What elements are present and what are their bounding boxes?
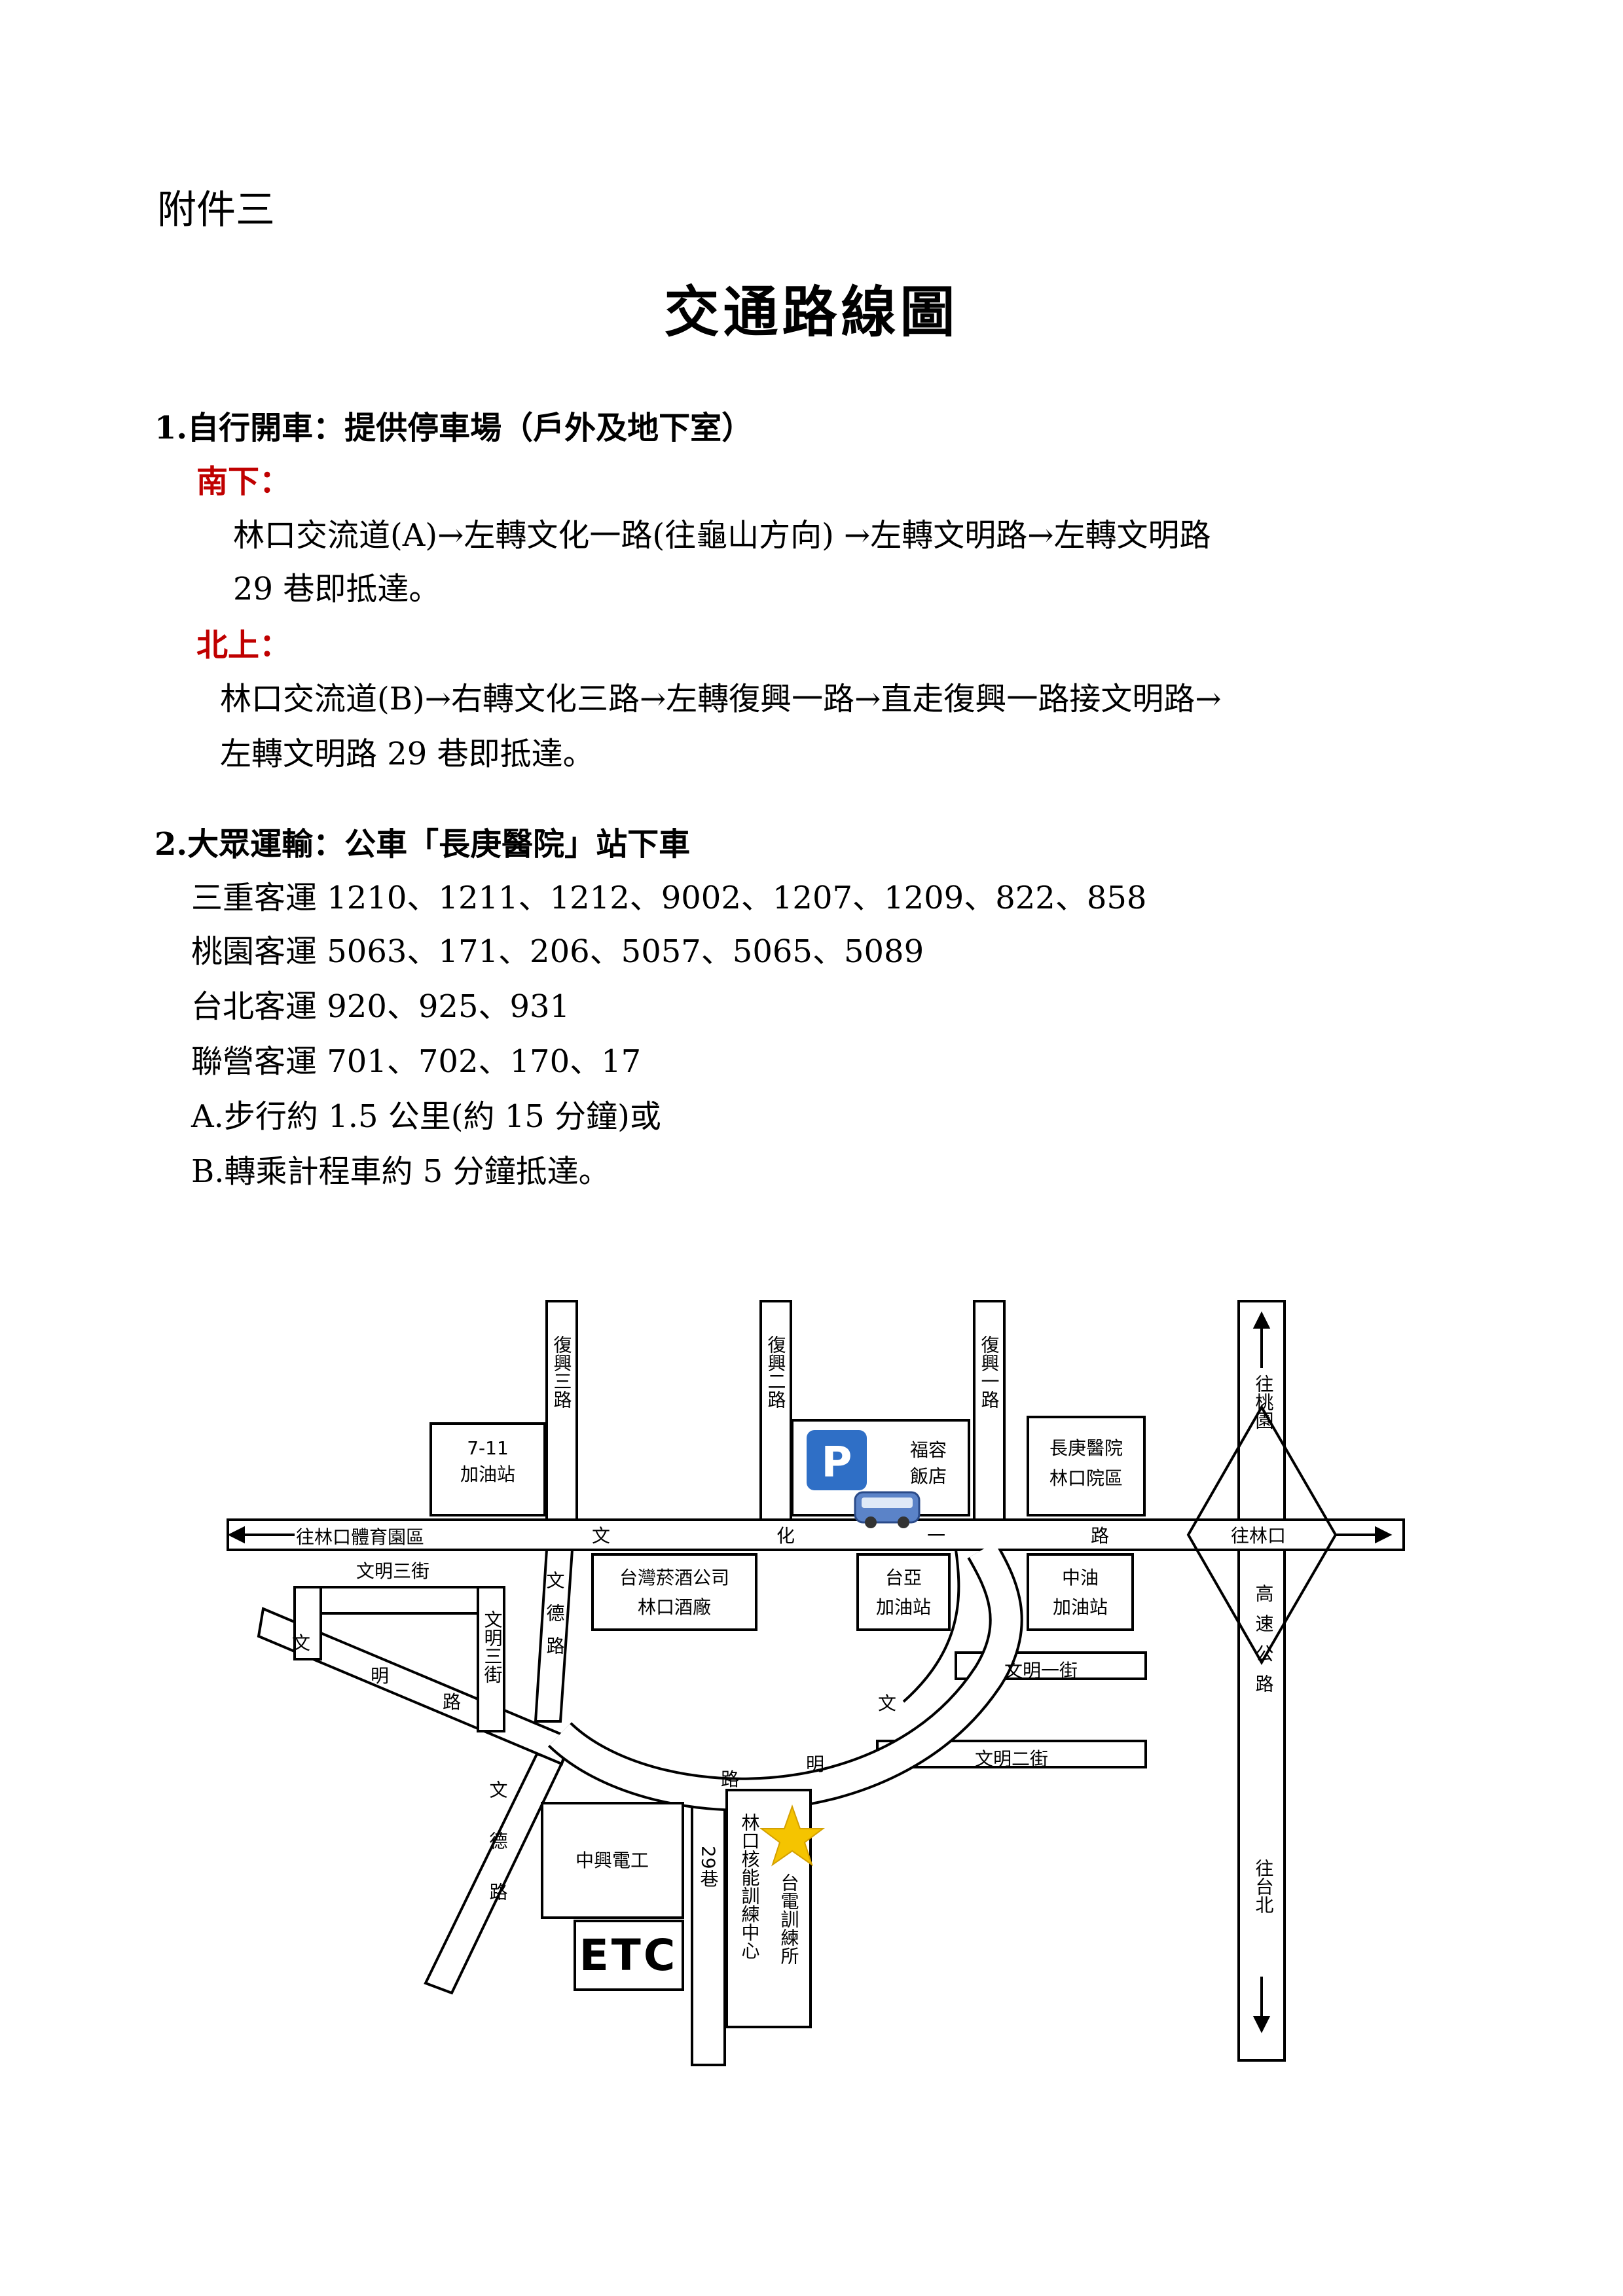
bus-line-taipei: 台北客運 920、925、931 bbox=[191, 988, 570, 1025]
label-cpc-1: 中油 bbox=[1062, 1567, 1099, 1588]
label-wenming-curve-1: 文 bbox=[878, 1693, 896, 1714]
label-tobacco-1: 台灣菸酒公司 bbox=[619, 1567, 729, 1588]
building-cgmh bbox=[1027, 1416, 1146, 1516]
label-wenming3-h: 文明三街 bbox=[356, 1560, 429, 1582]
label-wenhua-2: 化 bbox=[776, 1525, 795, 1547]
building-tobacco bbox=[591, 1553, 757, 1631]
label-tobacco-2: 林口酒廠 bbox=[638, 1596, 711, 1618]
label-fuxing2: 復興二路 bbox=[765, 1335, 787, 1408]
label-cpc-2: 加油站 bbox=[1053, 1596, 1108, 1618]
label-cgmh-2: 林口院區 bbox=[1049, 1467, 1123, 1489]
label-etc: ETC bbox=[579, 1930, 678, 1981]
road-fuxing3 bbox=[545, 1300, 578, 1522]
label-wenming1: 文明一街 bbox=[1004, 1660, 1078, 1681]
label-wenhua-1: 文 bbox=[592, 1525, 610, 1547]
label-wenming-left-3: 路 bbox=[443, 1691, 461, 1713]
label-wenhua-3: 一 bbox=[927, 1525, 945, 1547]
south-line1: 林口交流道(A)→左轉文化一路(往龜山方向) →左轉文明路→左轉文明路 bbox=[233, 517, 1211, 554]
building-cpc bbox=[1027, 1553, 1134, 1631]
north-line1: 林口交流道(B)→右轉文化三路→左轉復興一路→直走復興一路接文明路→ bbox=[220, 681, 1222, 717]
label-to-taoyuan: 往桃園 bbox=[1253, 1374, 1275, 1429]
label-wenming-curve-2: 明 bbox=[806, 1753, 824, 1775]
label-formosa-1: 台亞 bbox=[885, 1567, 922, 1588]
label-nuclear-center: 林口核能訓練中心 bbox=[739, 1813, 761, 1960]
label-711: 7-11 bbox=[467, 1437, 509, 1459]
section1-heading: 1.自行開車：提供停車場（戶外及地下室） bbox=[155, 410, 754, 446]
label-cgmh-1: 長庚醫院 bbox=[1049, 1437, 1123, 1459]
road-fuxing2 bbox=[759, 1300, 792, 1522]
label-formosa-2: 加油站 bbox=[876, 1596, 931, 1618]
label-wenming-curve-3: 路 bbox=[721, 1768, 739, 1790]
label-highway: 高速公路 bbox=[1253, 1584, 1275, 1704]
road-highway bbox=[1237, 1300, 1286, 2062]
bus-line-taoyuan: 桃園客運 5063、171、206、5057、5065、5089 bbox=[191, 933, 924, 970]
destination-star-icon bbox=[759, 1804, 825, 1867]
building-etc bbox=[574, 1920, 684, 1991]
building-chunghsing bbox=[541, 1802, 684, 1919]
north-line2: 左轉文明路 29 巷即抵達。 bbox=[220, 736, 594, 772]
map-road-outlines bbox=[227, 1300, 1405, 2066]
map-arrows bbox=[227, 1311, 1393, 2034]
building-711 bbox=[429, 1422, 546, 1516]
label-wende-lower: 文德路 bbox=[487, 1780, 509, 1933]
interchange bbox=[1186, 1404, 1338, 1666]
road-fuxing1 bbox=[973, 1300, 1006, 1522]
label-to-taipei: 往台北 bbox=[1253, 1859, 1275, 1914]
road-wenming3-stub bbox=[293, 1586, 322, 1660]
south-line2: 29 巷即抵達。 bbox=[233, 571, 441, 607]
label-wenming-left-2: 明 bbox=[371, 1665, 389, 1687]
label-fuxing3: 復興三路 bbox=[551, 1335, 573, 1408]
bus-line-sanchong: 三重客運 1210、1211、1212、9002、1207、1209、822、8… bbox=[191, 880, 1147, 916]
building-formosa bbox=[856, 1553, 951, 1631]
road-wenming3-h bbox=[293, 1586, 505, 1615]
label-711-gas: 加油站 bbox=[460, 1463, 515, 1485]
walk-option: A.步行約 1.5 公里(約 15 分鐘)或 bbox=[191, 1098, 661, 1135]
label-to-linkou: 往林口 bbox=[1231, 1525, 1286, 1547]
label-wenming2: 文明二街 bbox=[975, 1748, 1048, 1770]
parking-letter: P bbox=[822, 1439, 852, 1487]
label-fuyung-2: 飯店 bbox=[910, 1465, 947, 1487]
label-wenming-left-1: 文 bbox=[292, 1632, 310, 1654]
bus-line-lianying: 聯營客運 701、702、170、17 bbox=[191, 1043, 642, 1080]
label-fuyung-1: 福容 bbox=[910, 1439, 947, 1461]
label-taipower: 台電訓練所 bbox=[778, 1873, 800, 1965]
road-wende-upper bbox=[534, 1549, 574, 1723]
label-chunghsing: 中興電工 bbox=[575, 1850, 649, 1871]
annex-label: 附件三 bbox=[157, 187, 275, 233]
label-lane29: 29巷 bbox=[698, 1846, 720, 1888]
label-wende-upper: 文德路 bbox=[544, 1571, 566, 1669]
road-lane29 bbox=[691, 1789, 726, 2066]
north-label: 北上： bbox=[196, 627, 291, 664]
label-wenming3-v: 文明三街 bbox=[482, 1610, 503, 1683]
road-wenming3-v bbox=[477, 1586, 505, 1732]
section2-heading: 2.大眾運輸：公車「長庚醫院」站下車 bbox=[155, 826, 691, 863]
south-label: 南下： bbox=[196, 463, 291, 500]
label-fuxing1: 復興一路 bbox=[979, 1335, 1000, 1408]
taxi-option: B.轉乘計程車約 5 分鐘抵達。 bbox=[191, 1153, 610, 1190]
page-title: 交通路線圖 bbox=[664, 279, 959, 344]
bus-icon bbox=[854, 1491, 921, 1528]
label-to-linkou-sports: 往林口體育園區 bbox=[296, 1526, 424, 1548]
parking-icon bbox=[807, 1430, 867, 1490]
label-wenhua-4: 路 bbox=[1091, 1525, 1109, 1547]
